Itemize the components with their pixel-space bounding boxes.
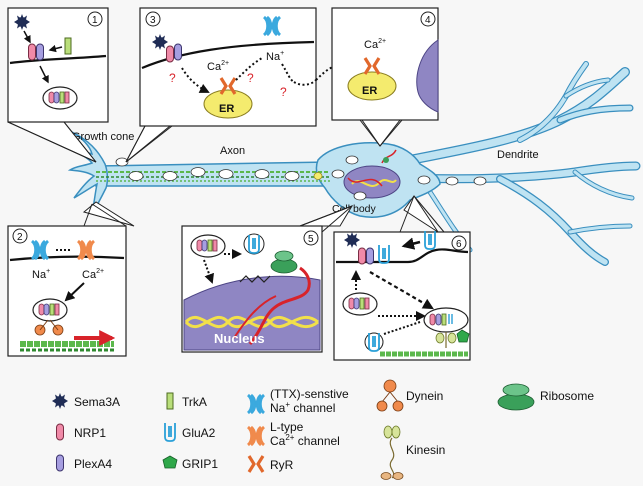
panel-5-nucleus-label: Nucleus [214,331,265,346]
panel-2-na-label: Na+ [32,268,50,281]
dendrite-arbor [405,61,641,266]
legend-grip1-icon [162,455,178,469]
panel-3-ca-label: Ca2+ [207,60,229,73]
legend-na-channel-icon [246,393,266,415]
legend-ltype-line2: Ca2+ channel [270,433,340,448]
legend-sema3a-icon [52,393,68,409]
panel-3-plexa4-icon [174,43,182,61]
panel-3-er-label: ER [219,103,234,115]
panel-1-number: 1 [92,15,98,26]
panel-2-vesicle-icon [32,298,68,322]
panel-6-number: 6 [456,239,462,250]
legend: Sema3A NRP1 PlexA4 TrkA GluA2 GRIP1 (TTX… [52,379,594,480]
panel-5-ribosome-icon [270,250,298,274]
panel-2: 2 Na+ Ca2+ [7,201,135,357]
panel-3-membrane [141,40,315,70]
legend-ryr-icon [247,454,265,474]
panel-1-endosome-icon [42,86,78,110]
axon-vesicles [115,155,487,201]
legend-glua2-icon [164,422,176,442]
axon-label: Axon [220,145,245,157]
panel-1-membrane [9,54,107,65]
growth-cone-label: Growth cone [72,131,134,143]
legend-dynein: Dynein [406,389,443,403]
panel-2-number: 2 [17,232,23,243]
panel-2-membrane [9,255,125,262]
legend-trka: TrkA [182,395,207,409]
panel-4-er [347,71,397,101]
panel-3-nrp1-icon [166,45,174,63]
panel-6: 6 [333,195,471,361]
panel-4-nucleus-edge [416,39,439,113]
panel-3-question-c: ? [280,85,287,99]
panel-4: 4 Ca2+ ER [331,7,439,147]
panel-2-microtubule [20,341,114,352]
legend-ttx-line1: (TTX)-senstive [270,387,349,401]
soma-nucleus [343,165,401,199]
panel-3-question-a: ? [169,71,176,85]
legend-trka-icon [166,392,174,410]
panel-5-vesicle-icon [190,234,226,258]
legend-ryr: RyR [270,458,294,472]
panel-3: 3 Na+ Ca2+ ER ? ? ? [125,7,317,163]
legend-ttx-line2: Na+ channel [270,400,335,415]
legend-grip1: GRIP1 [182,457,218,471]
panel-1: 1 [7,7,109,163]
panel-3-na-label: Na+ [266,50,284,63]
legend-ltype-line1: L-type [270,420,304,434]
panel-5-mrna [248,266,311,345]
panel-6-grip1-icon [456,329,470,343]
legend-plexa4: PlexA4 [74,457,112,471]
panel-6-vesicle-icon [342,292,378,316]
panel-4-number: 4 [425,15,431,26]
legend-kinesin-icon [380,425,404,480]
panel-3-question-b: ? [247,71,254,85]
panel-6-nrp1-icon [358,247,366,265]
legend-ca-channel-icon [246,425,266,447]
panel-4-er-label: ER [362,85,377,97]
dendrite-label: Dendrite [497,149,539,161]
panel-3-number: 3 [150,15,156,26]
panel-6-complex [423,307,469,333]
panel-2-ca-label: Ca2+ [82,268,104,281]
legend-nrp1-icon [56,423,64,441]
panel-3-er [203,89,253,119]
panel-5-number: 5 [308,234,314,245]
panel-1-trka-icon [64,37,72,55]
panel-5: 5 Nucleus [181,205,354,353]
legend-dynein-icon [376,379,404,412]
legend-kinesin: Kinesin [406,443,445,457]
panel-1-nrp1-icon [28,43,36,61]
panel-4-ca-label: Ca2+ [364,38,386,51]
panel-3-to-4-arrow [293,79,317,86]
panel-2-dynein-icon [34,319,64,336]
legend-nrp1: NRP1 [74,426,106,440]
panel-6-plexa4-icon [366,247,374,265]
panel-1-plexa4-icon [36,43,44,61]
panel-6-kinesin-icon [435,332,457,348]
legend-plexa4-icon [56,454,64,472]
legend-glua2: GluA2 [182,426,216,440]
legend-ribosome: Ribosome [540,389,594,403]
legend-sema3a: Sema3A [74,395,120,409]
legend-ribosome-icon [497,383,535,411]
